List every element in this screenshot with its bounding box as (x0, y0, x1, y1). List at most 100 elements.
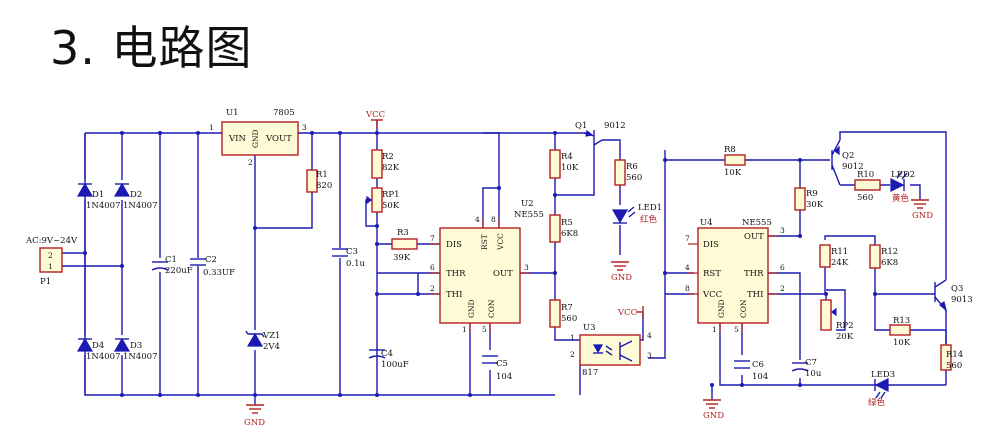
component-label: THI (747, 290, 763, 300)
resistor-r9: R9 30K (794, 187, 824, 211)
component-label: 3 (524, 263, 529, 272)
component-label: 820 (316, 181, 332, 191)
potentiometer-rp2: RP2 20K (820, 299, 854, 342)
component-label: 9012 (842, 162, 864, 172)
diode-d3 (113, 337, 131, 352)
resistor-r3: R3 39K (391, 228, 418, 263)
led-led3: LED3 绿色 (868, 370, 895, 408)
component-label: 560 (626, 173, 642, 183)
component-label: 100uF (381, 360, 409, 370)
component-label: LED3 (871, 370, 895, 380)
component-label: R6 (626, 162, 638, 172)
resistor-r8: R8 10K (724, 145, 746, 178)
component-label: R3 (397, 228, 409, 238)
resistor-r4: R4 10K (549, 149, 579, 179)
component-label: 绿色 (868, 397, 886, 408)
connector-p1: 2 1 AC:9V~24V P1 (25, 236, 78, 287)
component-label: 10K (724, 168, 742, 178)
component-label: R12 (881, 247, 898, 257)
component-label: NE555 (742, 218, 772, 228)
page-title: 3. 电路图 (50, 21, 253, 75)
component-label: GND (467, 299, 476, 318)
component-label: RST (703, 269, 721, 279)
component-label: OUT (744, 232, 764, 242)
component-label: C2 (205, 255, 217, 265)
component-label: GND (912, 211, 933, 221)
component-label: 39K (393, 253, 411, 263)
component-label: NE555 (514, 210, 544, 220)
component-label: U2 (521, 199, 534, 209)
component-label: R10 (857, 170, 874, 180)
component-label: 1 (462, 325, 467, 334)
component-label: 6K8 (561, 229, 578, 239)
component-label: VIN (228, 134, 246, 144)
d1-part: 1N4007 (86, 201, 120, 211)
d4-part: 1N4007 (86, 352, 120, 362)
component-label: VCC (617, 308, 637, 318)
component-label: 9013 (951, 295, 973, 305)
component-label: 3 (302, 123, 307, 132)
component-label: THR (744, 269, 764, 279)
ground-symbol-right: GND (703, 399, 724, 421)
leds: LED1 红色 LED2 黄色 LED3 绿色 (611, 170, 915, 408)
component-label: THR (446, 269, 466, 279)
d1-ref: D1 (92, 190, 104, 200)
component-label: VCC (496, 233, 505, 251)
component-label: 560 (946, 361, 962, 371)
capacitor-c5: C5 104 (482, 355, 512, 382)
resistor-r2: R2 82K (371, 149, 400, 179)
component-label: 1 (712, 325, 717, 334)
component-label: Q1 (575, 121, 587, 131)
component-label: R11 (831, 247, 848, 257)
connector-ref: P1 (40, 277, 51, 287)
component-label: 220uF (165, 266, 193, 276)
component-label: R9 (806, 189, 818, 199)
component-label: CON (487, 299, 496, 318)
component-label: DIS (446, 240, 462, 250)
ground-symbol-led1: GND (611, 261, 632, 283)
potentiometer-rp1: RP1 50K (366, 187, 400, 213)
component-label: C6 (752, 360, 764, 370)
component-label: R4 (561, 152, 573, 162)
component-label: C4 (381, 349, 393, 359)
junction-dots (83, 131, 877, 397)
component-label: C5 (496, 359, 508, 369)
component-label: 7 (430, 234, 435, 243)
led-led1: LED1 红色 (611, 203, 662, 225)
component-label: C7 (805, 358, 817, 368)
component-label: 3 (647, 351, 652, 360)
regulator-u1: VIN VOUT GND U1 7805 1 2 3 (209, 108, 307, 167)
component-label: RP1 (382, 190, 400, 200)
component-label: R13 (893, 316, 910, 326)
component-label: VOUT (265, 134, 292, 144)
component-label: 2V4 (263, 342, 280, 352)
component-label: DIS (703, 240, 719, 250)
component-label: LED2 (891, 170, 915, 180)
component-label: 7 (685, 234, 690, 243)
vcc-symbol-main: VCC (365, 110, 385, 128)
component-label: R2 (382, 152, 394, 162)
d2-ref: D2 (130, 190, 142, 200)
component-label: 8 (491, 215, 496, 224)
component-label: 4 (475, 215, 480, 224)
component-label: 10u (805, 369, 822, 379)
component-label: 黄色 (892, 193, 910, 204)
ic-u2-ne555: DIS THR THI RST VCC OUT GND CON 7 6 2 4 … (430, 199, 544, 334)
component-label: 10K (893, 338, 911, 348)
capacitors: C1 220uF C2 0.33UF C3 0.1u C4 100uF C5 1… (151, 247, 822, 382)
d4-ref: D4 (92, 341, 104, 351)
vcc-symbol-opto: VCC (617, 306, 644, 318)
component-label: 6K8 (881, 258, 898, 268)
component-label: Q3 (951, 284, 963, 294)
component-label: Q2 (842, 151, 854, 161)
component-label: U1 (226, 108, 239, 118)
component-label: 560 (561, 314, 577, 324)
diode-d4 (76, 337, 94, 352)
resistor-r5: R5 6K8 (549, 214, 578, 243)
diode-d2 (113, 182, 131, 197)
bridge-diodes: D1 1N4007 D2 1N4007 D3 1N4007 D4 1N4007 (76, 182, 157, 362)
component-label: R5 (561, 218, 573, 228)
component-label: 2 (780, 284, 785, 293)
component-label: R8 (724, 145, 736, 155)
zener-vz1: VZ1 2V4 (245, 330, 280, 352)
